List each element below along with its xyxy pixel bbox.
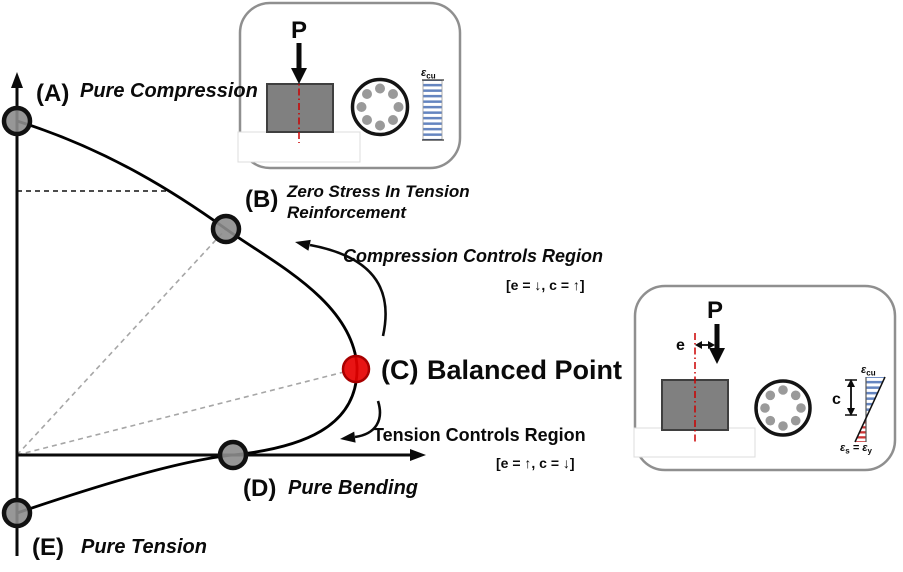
inset-balanced-section: P e c εcu εs = εy	[633, 284, 897, 472]
axial-load-label: P	[707, 297, 723, 324]
balanced-point-marker	[341, 354, 371, 384]
axial-load-label: P	[291, 17, 307, 44]
compression-region-note: [e = ↓, c = ↑]	[506, 277, 585, 293]
radial-eccentricity-lines	[16, 228, 345, 456]
eccentricity-arrow-right-icon	[708, 341, 715, 349]
y-axis-arrow-icon	[11, 72, 23, 88]
y-axis	[11, 72, 23, 556]
tension-region-note: [e = ↑, c = ↓]	[496, 455, 575, 471]
load-arrow-head-icon	[709, 348, 725, 364]
compression-region-label: Compression Controls Region	[343, 246, 603, 266]
tension-region-arrow	[340, 400, 382, 443]
eccentricity-label: e	[676, 337, 685, 354]
point-d-marker	[217, 439, 249, 471]
point-d-label: Pure Bending	[288, 477, 418, 499]
x-axis-arrow-icon	[410, 449, 426, 461]
neutral-axis-depth-label: c	[832, 391, 841, 408]
eccentricity-line-to-c	[16, 371, 345, 456]
point-b-label-line1: Zero Stress In Tension	[286, 182, 470, 201]
strain-ecu-label: εcu	[861, 364, 876, 378]
strain-ecu-label: εcu	[421, 67, 436, 81]
curve-point-markers	[1, 105, 371, 529]
x-axis	[17, 449, 426, 461]
point-e-tag: (E)	[32, 534, 64, 561]
point-e-label: Pure Tension	[81, 536, 207, 558]
strain-profile-line	[854, 376, 886, 443]
point-b-label-line2: Reinforcement	[287, 203, 407, 222]
tension-region-label: Tension Controls Region	[373, 425, 586, 445]
column-elevation	[266, 83, 334, 133]
footing-block	[633, 427, 756, 458]
compression-region-arrow	[295, 239, 387, 337]
point-e-marker	[1, 497, 33, 529]
point-a-tag: (A)	[36, 80, 69, 107]
point-a-label: Pure Compression	[80, 80, 258, 102]
compression-arrow-head-icon	[295, 239, 311, 251]
tension-arrow-head-icon	[340, 431, 356, 443]
eccentricity-arrow-left-icon	[695, 341, 702, 349]
point-b-tag: (B)	[245, 186, 278, 213]
point-d-tag: (D)	[243, 475, 276, 502]
point-c-tag: (C)	[381, 355, 418, 385]
eccentricity-line-to-b	[16, 228, 227, 456]
load-arrow-head-icon	[291, 68, 307, 84]
strain-es-ey-label: εs = εy	[840, 442, 873, 456]
point-a-marker	[1, 105, 33, 137]
c-dimension-arrow-down-icon	[847, 408, 855, 416]
c-dimension-arrow-up-icon	[847, 379, 855, 387]
point-c-label: Balanced Point	[427, 355, 622, 385]
point-b-marker	[210, 213, 242, 245]
rebar-dots	[760, 385, 806, 431]
inset-pure-compression-section: P εcu	[237, 1, 462, 170]
uniform-strain-bar	[422, 79, 443, 141]
rebar-dots	[356, 83, 404, 131]
